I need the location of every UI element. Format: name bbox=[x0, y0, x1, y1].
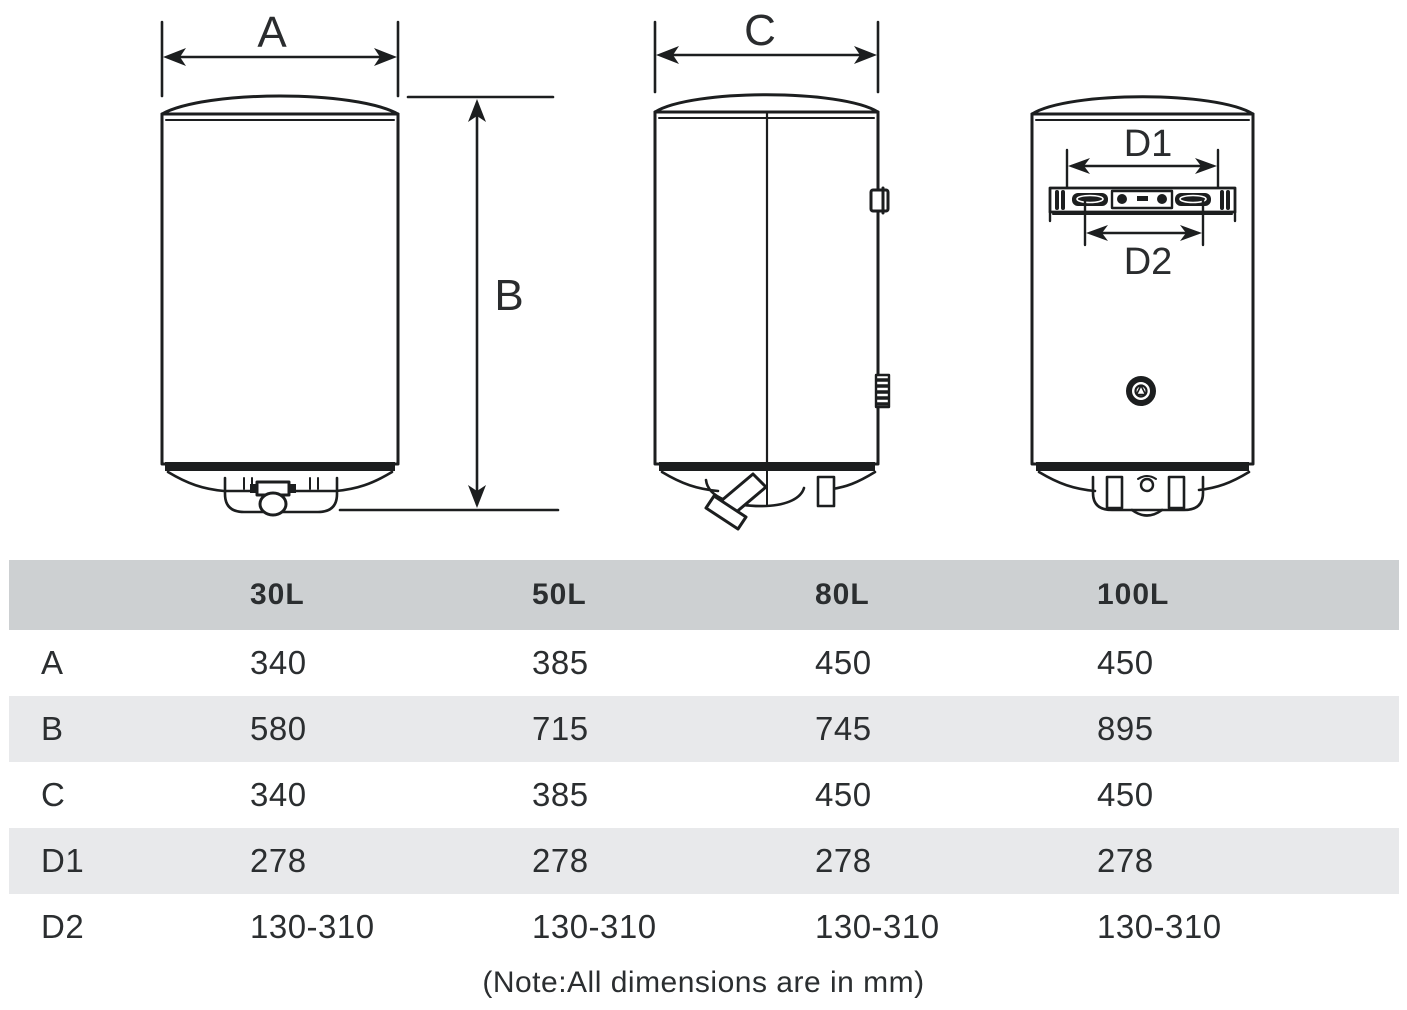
mounting-bracket bbox=[1048, 186, 1237, 223]
front-bottom-band bbox=[165, 462, 395, 471]
dim-b-label: B bbox=[494, 271, 523, 320]
value-cell: 895 bbox=[1097, 710, 1154, 747]
row-label: D1 bbox=[41, 842, 85, 879]
row-label: B bbox=[41, 710, 64, 747]
dim-d1-label: D1 bbox=[1124, 123, 1173, 165]
side-view-drawing: C bbox=[653, 6, 891, 531]
value-cell: 278 bbox=[1097, 842, 1154, 879]
side-ribbed-knob bbox=[874, 373, 891, 409]
dimension-diagram: A bbox=[160, 6, 1255, 531]
back-bottom-band bbox=[1036, 462, 1249, 471]
front-pipe-outlet bbox=[258, 491, 288, 517]
row-label: A bbox=[41, 644, 64, 681]
header-cell-blank bbox=[9, 560, 218, 630]
side-bottom-cap bbox=[660, 463, 877, 531]
side-wall-clip bbox=[869, 186, 890, 215]
side-bottom-tab bbox=[816, 475, 836, 508]
value-cell: 340 bbox=[250, 644, 307, 681]
value-cell: 385 bbox=[532, 776, 589, 813]
table-row-d2: D2 130-310 130-310 130-310 130-310 bbox=[9, 894, 1399, 960]
front-bottom-cap bbox=[166, 470, 394, 517]
units-note: (Note:All dimensions are in mm) bbox=[482, 966, 925, 999]
value-cell: 450 bbox=[1097, 776, 1154, 813]
value-cell: 450 bbox=[1097, 644, 1154, 681]
dim-d2-arrow bbox=[1083, 198, 1205, 247]
table-row-b: B 580 715 745 895 bbox=[9, 696, 1399, 762]
value-cell: 278 bbox=[532, 842, 589, 879]
value-cell: 450 bbox=[815, 776, 872, 813]
dimensions-table: 30L 50L 80L 100L A 340 385 450 450 B 580… bbox=[9, 560, 1399, 960]
row-label: C bbox=[41, 776, 66, 813]
value-cell: 130-310 bbox=[532, 908, 657, 945]
header-cell-100l: 100L bbox=[1097, 578, 1170, 611]
dim-d2-label: D2 bbox=[1124, 241, 1173, 283]
table-row-a: A 340 385 450 450 bbox=[9, 630, 1399, 696]
table-row-d1: D1 278 278 278 278 bbox=[9, 828, 1399, 894]
dim-a-label: A bbox=[257, 8, 287, 57]
front-view-drawing: A bbox=[160, 8, 560, 517]
value-cell: 745 bbox=[815, 710, 872, 747]
row-label: D2 bbox=[41, 908, 85, 945]
value-cell: 278 bbox=[250, 842, 307, 879]
side-drain-cap bbox=[704, 494, 748, 531]
table-row-c: C 340 385 450 450 bbox=[9, 762, 1399, 828]
header-cell-30l: 30L bbox=[250, 578, 305, 611]
side-tank-outline bbox=[653, 93, 880, 466]
back-bottom-cap bbox=[1037, 470, 1251, 517]
front-tank-outline bbox=[160, 94, 400, 466]
dim-c-arrow bbox=[653, 20, 880, 94]
dim-c-label: C bbox=[744, 6, 776, 55]
value-cell: 278 bbox=[815, 842, 872, 879]
value-cell: 385 bbox=[532, 644, 589, 681]
header-cell-80l: 80L bbox=[815, 578, 870, 611]
value-cell: 580 bbox=[250, 710, 307, 747]
screw-head bbox=[1126, 376, 1156, 406]
dim-d1-arrow bbox=[1065, 148, 1220, 194]
value-cell: 340 bbox=[250, 776, 307, 813]
value-cell: 450 bbox=[815, 644, 872, 681]
back-view-drawing: D1 bbox=[1030, 95, 1255, 517]
dim-a-arrow bbox=[160, 20, 400, 98]
table-header-row: 30L 50L 80L 100L bbox=[9, 560, 1399, 630]
dim-b-arrow bbox=[338, 95, 560, 512]
value-cell: 130-310 bbox=[250, 908, 375, 945]
header-cell-50l: 50L bbox=[532, 578, 587, 611]
value-cell: 130-310 bbox=[1097, 908, 1222, 945]
value-cell: 130-310 bbox=[815, 908, 940, 945]
value-cell: 715 bbox=[532, 710, 589, 747]
